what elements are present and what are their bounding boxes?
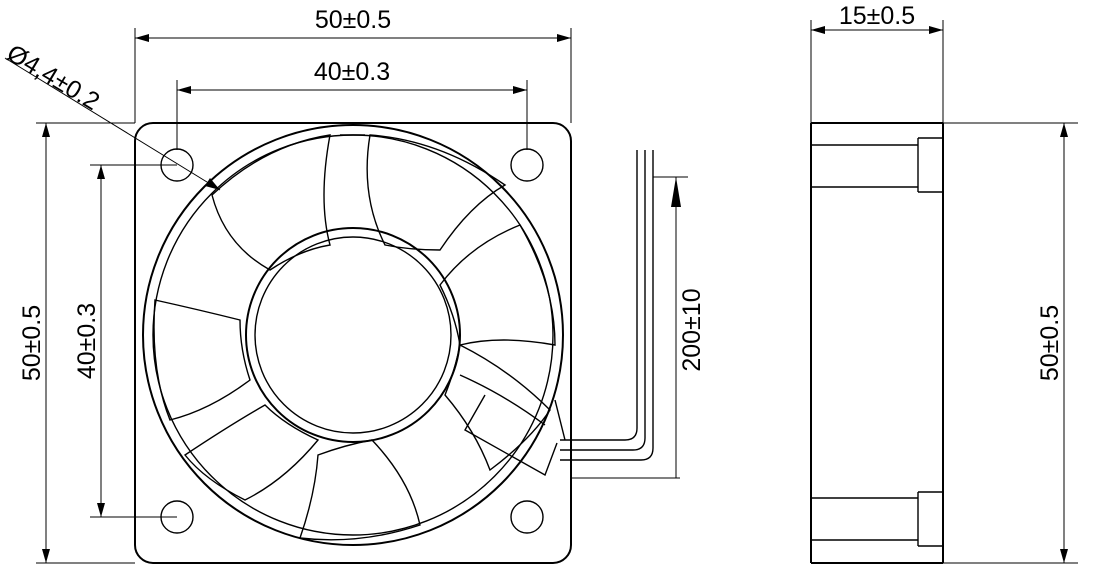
fan-blade (439, 224, 556, 346)
fan-blade (153, 299, 251, 421)
fan-blades (153, 134, 556, 541)
fan-blade (183, 404, 320, 501)
fan-blade (211, 134, 331, 271)
fan-cable (560, 150, 654, 461)
dim-thickness: 15±0.5 (839, 2, 915, 30)
front-view-dimensions: 50±0.5 40±0.3 Ø4,4±0.2 50±0.5 40±0.3 200… (2, 6, 706, 564)
fan-blade (366, 134, 507, 251)
mounting-hole-top-right (510, 148, 544, 182)
fan-frame-outline (134, 122, 572, 564)
side-view (810, 122, 944, 564)
fan-blade (444, 343, 551, 472)
dim-cable-length: 200±10 (678, 288, 706, 371)
fan-blade (299, 439, 421, 541)
dim-side-overall-height: 50±0.5 (1036, 305, 1064, 381)
fan-duct-circle (142, 124, 564, 546)
side-view-dimensions: 15±0.5 50±0.5 (810, 2, 1078, 564)
front-view (134, 122, 654, 564)
dim-hole-spacing-width: 40±0.3 (314, 58, 390, 86)
mounting-hole-bottom-right (510, 500, 544, 534)
dim-overall-height: 50±0.5 (18, 305, 46, 381)
dim-overall-width: 50±0.5 (315, 6, 391, 34)
dim-hole-diameter: Ø4,4±0.2 (2, 39, 104, 116)
dim-hole-spacing-height: 40±0.3 (73, 303, 101, 379)
fan-hub (245, 227, 461, 443)
